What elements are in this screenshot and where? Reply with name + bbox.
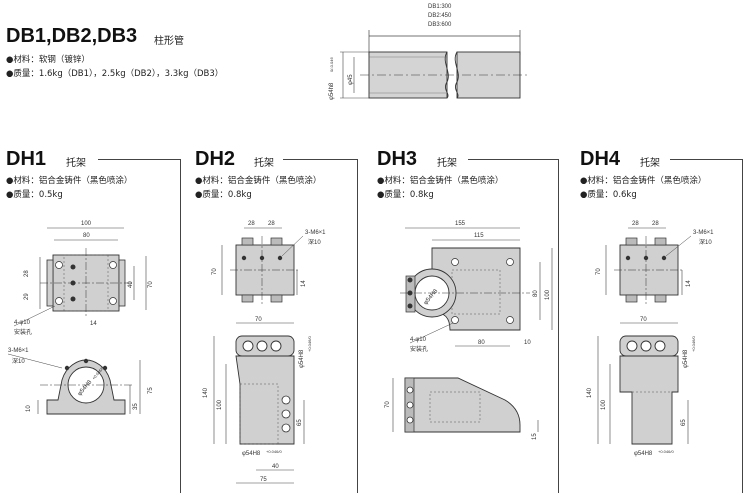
dh2-bore: φ54H8 <box>299 349 305 368</box>
dh3-subtitle: 托架 <box>437 158 457 169</box>
dh3-dim-80: 80 <box>533 290 539 297</box>
dh1-hole-note: 安装孔 <box>14 328 32 336</box>
dh1-mass: ●质量：0.5kg <box>6 190 63 200</box>
dh1-subtitle: 托架 <box>66 158 86 169</box>
dh4-dim-140: 140 <box>587 387 593 398</box>
db-dia-outer: φ54h8 <box>329 82 335 100</box>
dh1-title: DH1 <box>6 148 47 170</box>
dh1-header-line <box>98 159 180 160</box>
dh3-dim-80b: 80 <box>478 340 485 346</box>
dh2-bore-bottom: φ54H8 <box>242 451 261 457</box>
dh3-title: DH3 <box>377 148 418 170</box>
dh1-dim-100: 100 <box>81 221 92 227</box>
dh1-dim-75: 75 <box>148 387 154 394</box>
dh1-hole-label: 4-φ10 <box>14 320 31 326</box>
dh4-bore: φ54H8 <box>683 349 689 368</box>
dh4-dim-14: 14 <box>686 280 692 287</box>
dh2-dim-75: 75 <box>260 477 267 483</box>
dh2-bore-bottom-tol: +0.046/0 <box>266 449 282 454</box>
dh3-dim-155: 155 <box>455 221 466 227</box>
dh3-hole-note: 安装孔 <box>410 345 428 353</box>
dh2-dim-40: 40 <box>272 464 279 470</box>
db-len-1: DB1:300 <box>428 4 452 10</box>
dh1-dim-28: 28 <box>24 270 30 277</box>
dh3-dim-100: 100 <box>545 289 551 300</box>
dh2-frame-right <box>357 159 358 493</box>
dh2-dim-140: 140 <box>203 387 209 398</box>
dh4-dim-70top: 70 <box>640 317 647 323</box>
db-title: DB1,DB2,DB3 <box>6 25 138 47</box>
dh3-dim-15: 15 <box>532 433 538 440</box>
db-dia-outer-tol: 0/-0.046 <box>329 57 334 72</box>
dh3-mass: ●质量：0.8kg <box>377 190 434 200</box>
dh4-material: ●材料：铝合金铸件（黑色喷涂） <box>580 176 707 186</box>
dh4-screw: 3-M6×1 <box>693 230 714 236</box>
db-len-3: DB3:600 <box>428 22 452 28</box>
dh1-dim-10: 10 <box>26 405 32 412</box>
dh4-subtitle: 托架 <box>640 158 660 169</box>
dh1-dim-70: 70 <box>148 281 154 288</box>
dh2-bore-tol: +0.046/0 <box>307 336 312 352</box>
dh4-dim-28a: 28 <box>632 221 639 227</box>
dh3-header-line <box>468 159 558 160</box>
dh4-header-line <box>670 159 742 160</box>
db-dia-inner: φ45 <box>348 74 354 85</box>
dh2-dim-14: 14 <box>301 280 307 287</box>
dh2-material: ●材料：铝合金铸件（黑色喷涂） <box>195 176 322 186</box>
dh4-bore-bottom-tol: +0.046/0 <box>658 449 674 454</box>
dh3-material: ●材料：铝合金铸件（黑色喷涂） <box>377 176 504 186</box>
dh2-dim-70: 70 <box>212 268 218 275</box>
dh4-dim-100: 100 <box>601 399 607 410</box>
dh1-screw: 3-M6×1 <box>8 348 29 354</box>
dh2-subtitle: 托架 <box>254 158 274 169</box>
dh4-dim-70: 70 <box>596 268 602 275</box>
dh2-dim-28b: 28 <box>268 221 275 227</box>
db-mass: ●质量：1.6kg（DB1），2.5kg（DB2），3.3kg（DB3） <box>6 69 224 79</box>
db-material: ●材料：软钢（镀锌） <box>6 55 90 65</box>
dh2-screw: 3-M6×1 <box>305 230 326 236</box>
db-len-2: DB2:450 <box>428 13 452 19</box>
dh1-frame-right <box>180 159 181 493</box>
dh2-dim-65: 65 <box>297 419 303 426</box>
dh2-dim-28a: 28 <box>248 221 255 227</box>
dh1-material: ●材料：铝合金铸件（黑色喷涂） <box>6 176 133 186</box>
dh4-screw-depth: 深10 <box>699 238 712 246</box>
dh2-title: DH2 <box>195 148 236 170</box>
dh2-dim-70top: 70 <box>255 317 262 323</box>
dh2-header-line <box>283 159 357 160</box>
dh1-dim-14: 14 <box>90 321 97 327</box>
dh3-dim-10: 10 <box>524 340 531 346</box>
dh1-dim-80: 80 <box>83 233 90 239</box>
dh4-bore-bottom: φ54H8 <box>634 451 653 457</box>
dh1-dim-35: 35 <box>133 403 139 410</box>
dh2-mass: ●质量：0.8kg <box>195 190 252 200</box>
dh4-dim-65: 65 <box>681 419 687 426</box>
dh3-dim-115: 115 <box>474 233 484 239</box>
dh4-mass: ●质量：0.6kg <box>580 190 637 200</box>
dh4-bore-tol: +0.046/0 <box>691 336 696 352</box>
dh1-dim-29: 29 <box>24 293 30 300</box>
dh4-title: DH4 <box>580 148 621 170</box>
dh2-screw-depth: 深10 <box>308 238 321 246</box>
dh4-frame-right <box>742 159 743 493</box>
dh3-frame-right <box>558 159 559 493</box>
db-subtitle: 柱形管 <box>154 36 184 47</box>
dh2-dim-100: 100 <box>217 399 223 410</box>
dh1-screw-depth: 深10 <box>12 357 25 365</box>
dh1-dim-40: 40 <box>128 281 134 288</box>
dh3-dim-70: 70 <box>385 401 391 408</box>
dh3-hole-label: 4-φ10 <box>410 337 427 343</box>
dh4-dim-28b: 28 <box>652 221 659 227</box>
